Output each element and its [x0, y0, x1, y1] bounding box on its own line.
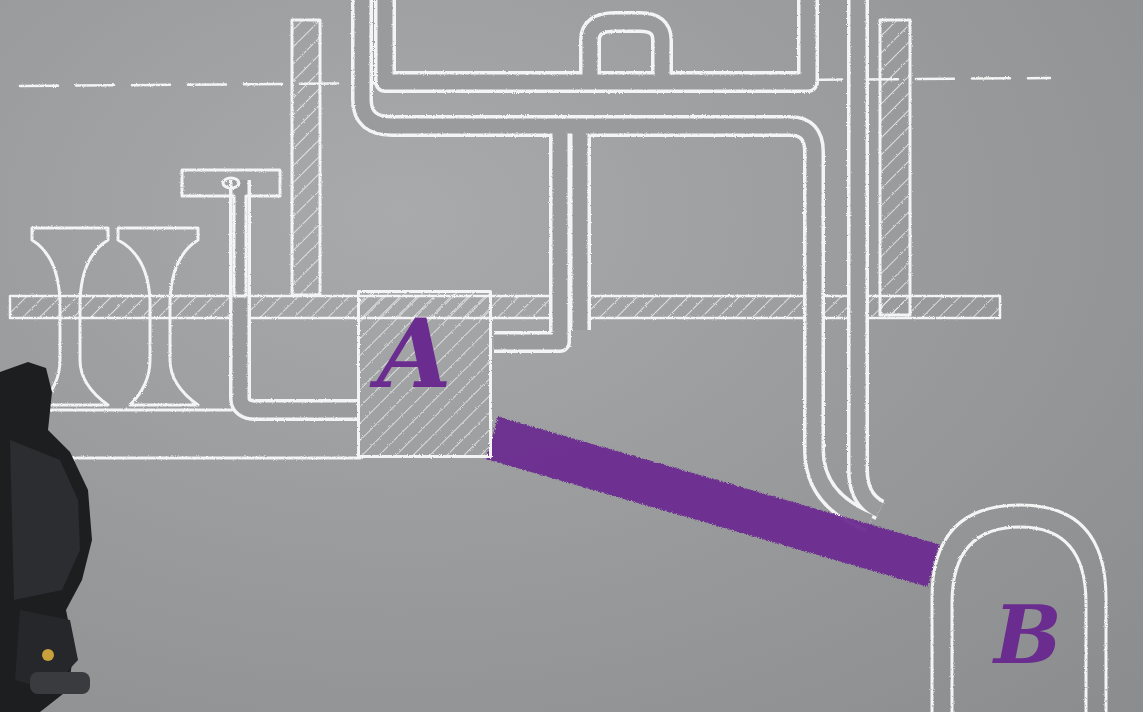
fixtures: [32, 170, 280, 405]
drain-route: [492, 438, 934, 566]
sewer-outlet: B: [930, 503, 1108, 712]
node-letter: A: [377, 306, 451, 402]
junction-box: A: [357, 290, 492, 458]
pipe-runs: [240, 0, 880, 522]
engine-part: [0, 362, 92, 712]
node-letter: B: [994, 595, 1062, 675]
